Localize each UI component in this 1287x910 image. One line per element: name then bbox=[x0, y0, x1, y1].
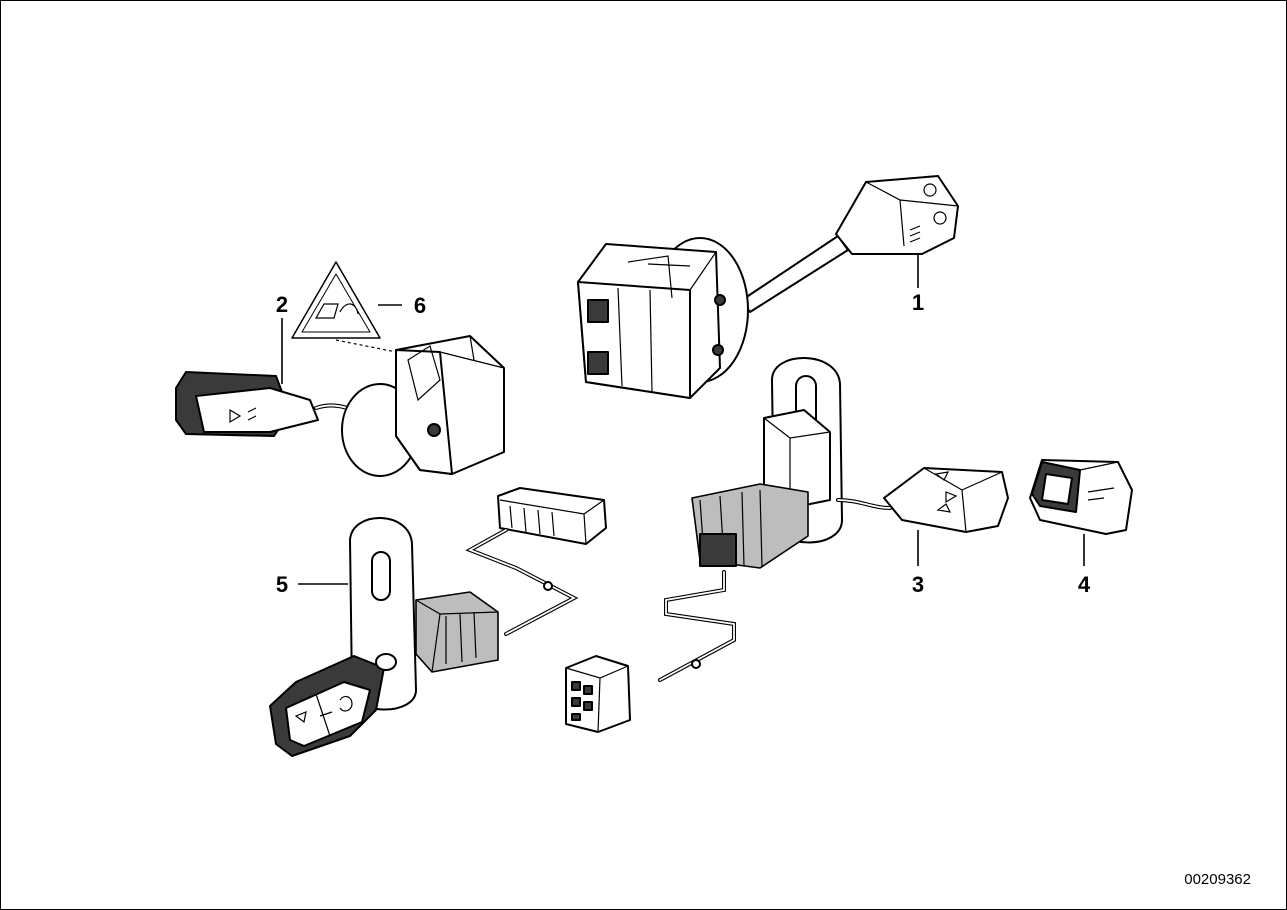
label-3: 3 bbox=[912, 572, 924, 597]
part-2-switch-assembly bbox=[175, 335, 505, 477]
part-3-switch-assembly bbox=[691, 357, 1009, 569]
label-4: 4 bbox=[1078, 572, 1091, 597]
label-6: 6 bbox=[414, 293, 426, 318]
part-6-warning-label bbox=[291, 261, 397, 353]
part-3-cable bbox=[565, 570, 736, 733]
document-number: 00209362 bbox=[1184, 871, 1251, 888]
part-1-switch-assembly bbox=[577, 175, 959, 399]
label-1: 1 bbox=[912, 290, 924, 315]
part-4-cap bbox=[1029, 459, 1133, 535]
label-2: 2 bbox=[276, 292, 288, 317]
label-5: 5 bbox=[276, 572, 288, 597]
part-5-switch-assembly bbox=[269, 487, 607, 757]
